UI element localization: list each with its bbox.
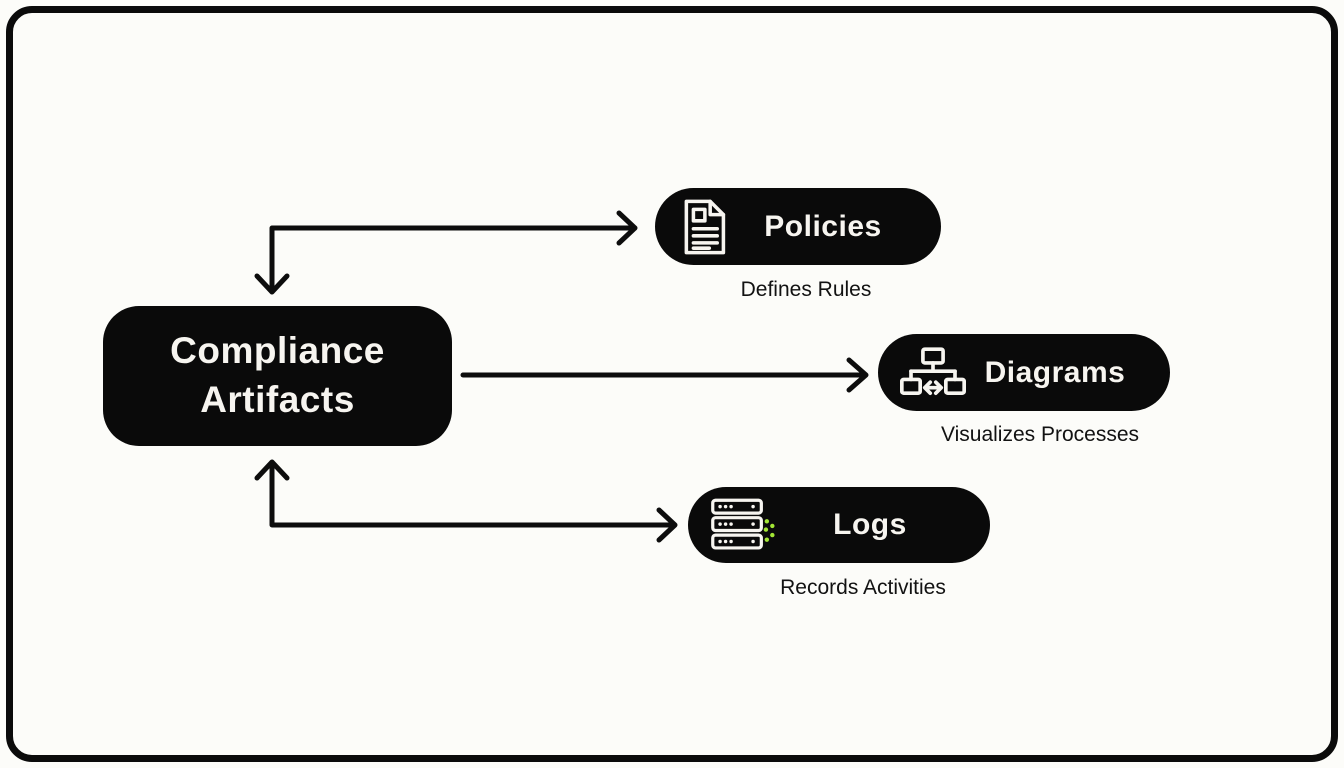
connector-compliance-policies — [254, 210, 638, 295]
server-stack-icon — [710, 497, 776, 553]
node-compliance-artifacts: Compliance Artifacts — [103, 306, 452, 446]
caption-policies: Defines Rules — [740, 278, 872, 301]
node-logs: Logs — [688, 487, 990, 563]
caption-logs: Records Activities — [780, 576, 946, 599]
node-label-policies: Policies — [764, 209, 882, 243]
flowchart-icon — [900, 346, 966, 400]
connector-compliance-logs — [254, 459, 678, 543]
node-label-logs: Logs — [833, 508, 907, 541]
node-policies: Policies — [655, 188, 941, 265]
node-diagrams: Diagrams — [878, 334, 1170, 411]
connector-compliance-diagrams — [460, 357, 869, 393]
caption-diagrams: Visualizes Processes — [940, 423, 1140, 446]
green-activity-dots — [763, 519, 775, 542]
node-label-diagrams: Diagrams — [984, 355, 1126, 389]
document-icon — [677, 197, 731, 257]
